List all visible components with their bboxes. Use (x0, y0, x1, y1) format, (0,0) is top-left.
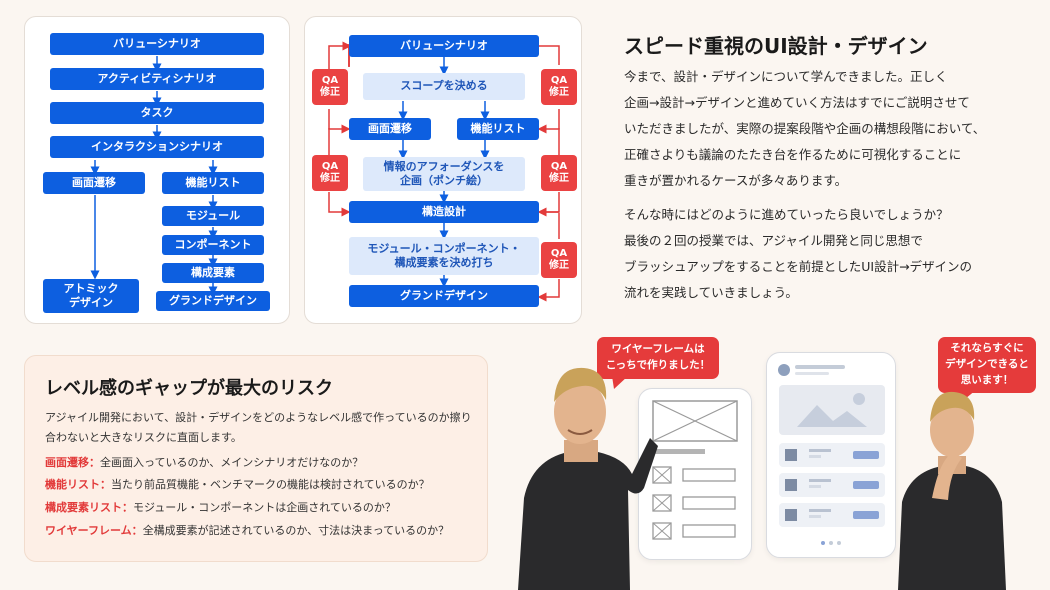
flow-box-interaction-scenario: インタラクションシナリオ (50, 136, 264, 158)
flow-box-grand-design: グランドデザイン (156, 291, 270, 311)
section-paragraph-1: 今まで、設計・デザインについて学んできました。正しく 企画→設計→デザインと進め… (624, 64, 1034, 194)
app-mockup-icon (778, 364, 885, 545)
flow-box-activity-scenario: アクティビティシナリオ (50, 68, 264, 90)
flow-box-atomic-design: アトミック デザイン (43, 279, 139, 313)
risk-item: 機能リスト：当たり前品質機能・ベンチマークの機能は検討されているのか？ (45, 476, 430, 492)
risk-item-text: 全画面入っているのか、メインシナリオだけなのか？ (100, 456, 364, 469)
risk-item-key: 機能リスト： (45, 478, 111, 491)
flow-box-decide-elements: モジュール・コンポーネント・ 構成要素を決め打ち (349, 237, 539, 275)
presenter-person-illustration (518, 367, 658, 590)
para1-line: 企画→設計→デザインと進めていく方法はすでにご説明させて (624, 95, 970, 110)
para2-line: そんな時にはどのように進めていったら良いでしょうか？ (624, 207, 949, 222)
section-title: スピード重視のUI設計・デザイン (624, 34, 928, 58)
risk-item-text: モジュール・コンポーネントは企画されているのか？ (133, 501, 396, 514)
wireframe-phone-illustration (638, 388, 752, 560)
qa-badge-1: QA 修正 (312, 69, 348, 105)
flow-box-function-list-r: 機能リスト (457, 118, 539, 140)
qa-badge-5: QA 修正 (541, 242, 577, 278)
thinking-person-illustration (898, 391, 1006, 590)
flow-box-function-list: 機能リスト (162, 172, 264, 194)
flow-box-element: 構成要素 (162, 263, 264, 283)
flow-box-value-scenario: バリューシナリオ (50, 33, 264, 55)
section-paragraph-2: そんな時にはどのように進めていったら良いでしょうか？ 最後の２回の授業では、アジ… (624, 202, 1034, 306)
risk-title: レベル感のギャップが最大のリスク (45, 378, 333, 399)
risk-item: 構成要素リスト：モジュール・コンポーネントは企画されているのか？ (45, 499, 396, 515)
speech-bubble-right: それならすぐに デザインできると 思います！ (938, 337, 1036, 393)
para2-line: 流れを実践していきましょう。 (624, 285, 798, 300)
para1-line: 正確さよりも議論のたたき台を作るために可視化することに (624, 147, 962, 162)
flow-box-scope: スコープを決める (363, 73, 525, 100)
flow-box-structure-design: 構造設計 (349, 201, 539, 223)
risk-item: ワイヤーフレーム：全構成要素が記述されているのか、寸法は決まっているのか？ (45, 522, 449, 538)
wireframe-icon (652, 400, 738, 540)
risk-item-key: 構成要素リスト： (45, 501, 133, 514)
flow-box-component: コンポーネント (162, 235, 264, 255)
flow-arrows-left (90, 56, 218, 296)
qa-badge-4: QA 修正 (541, 155, 577, 191)
flow-box-screen-transition: 画面遷移 (43, 172, 145, 194)
para2-line: ブラッシュアップをすることを前提としたUI設計→デザインの (624, 259, 973, 274)
flow-box-screen-transition-r: 画面遷移 (349, 118, 431, 140)
risk-item: 画面遷移：全画面入っているのか、メインシナリオだけなのか？ (45, 454, 363, 470)
qa-badge-3: QA 修正 (312, 155, 348, 191)
flow-box-grand-design-r: グランドデザイン (349, 285, 539, 307)
qa-badge-2: QA 修正 (541, 69, 577, 105)
speech-bubble-left: ワイヤーフレームは こっちで作りました！ (597, 337, 719, 379)
risk-item-key: 画面遷移： (45, 456, 100, 469)
risk-description: アジャイル開発において、設計・デザインをどのようなレベル感で作っているのか擦り合… (45, 411, 472, 444)
risk-item-key: ワイヤーフレーム： (45, 524, 143, 537)
flow-box-task: タスク (50, 102, 264, 124)
risk-item-text: 全構成要素が記述されているのか、寸法は決まっているのか？ (142, 524, 450, 537)
diagram-card-right: バリューシナリオ スコープを決める 画面遷移 機能リスト 情報のアフォーダンスを… (304, 16, 582, 324)
risk-item-text: 当たり前品質機能・ベンチマークの機能は検討されているのか？ (111, 478, 430, 491)
para1-line: いただきましたが、実際の提案段階や企画の構想段階において、 (624, 121, 986, 136)
bubble-tail-left (612, 376, 628, 389)
flow-arrows-right (328, 41, 560, 302)
flow-box-module: モジュール (162, 206, 264, 226)
risk-card: レベル感のギャップが最大のリスク アジャイル開発において、設計・デザインをどのよ… (24, 355, 488, 562)
design-phone-illustration (766, 352, 896, 558)
para1-line: 今まで、設計・デザインについて学んできました。正しく (624, 69, 948, 84)
flow-box-value-scenario-r: バリューシナリオ (349, 35, 539, 57)
flow-box-affordance: 情報のアフォーダンスを 企画（ポンチ絵） (363, 157, 525, 191)
para2-line: 最後の２回の授業では、アジャイル開発と同じ思想で (624, 233, 923, 248)
diagram-card-left: バリューシナリオ アクティビティシナリオ タスク インタラクションシナリオ 画面… (24, 16, 290, 324)
para1-line: 重きが置かれるケースが多々あります。 (624, 173, 848, 188)
